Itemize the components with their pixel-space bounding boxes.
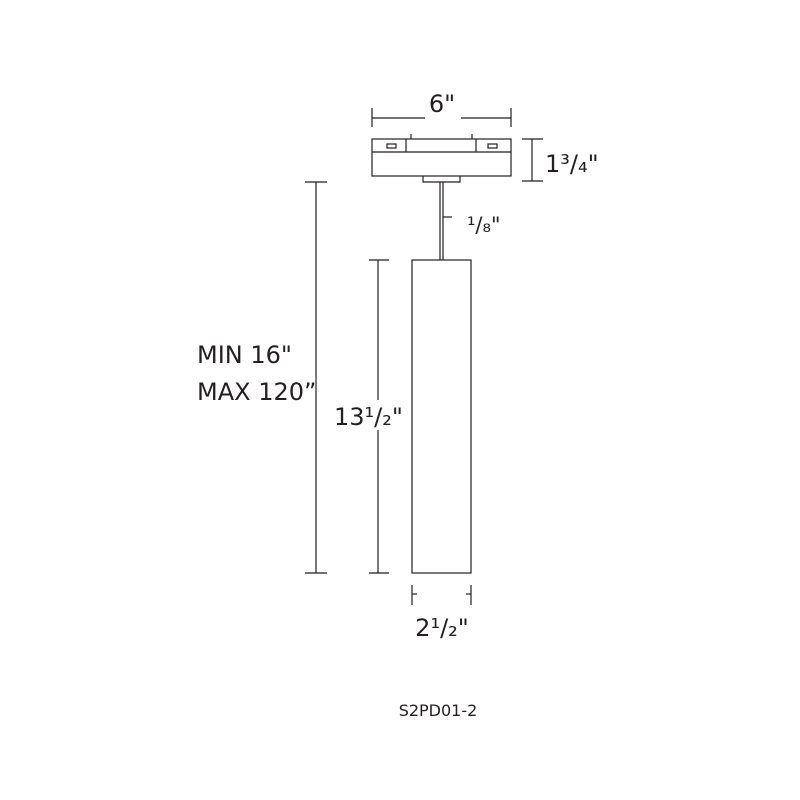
overall-max-label: MAX 120”	[197, 378, 316, 406]
overall-length-dimension	[305, 181, 327, 574]
body-height-label: 13¹/₂"	[334, 403, 403, 431]
canopy-width-label: 6"	[429, 90, 455, 118]
canopy	[371, 134, 512, 183]
body-width-dimension	[411, 585, 472, 605]
canopy-width-dimension	[371, 108, 512, 127]
canopy-height-label: 1³/₄"	[545, 150, 599, 178]
model-number: S2PD01-2	[399, 701, 478, 720]
overall-min-label: MIN 16"	[197, 341, 292, 369]
canopy-height-dimension	[522, 138, 543, 182]
pendant-body	[411, 259, 472, 574]
stem-label: ¹/₈"	[467, 213, 501, 237]
stem	[439, 182, 452, 260]
body-width-label: 2¹/₂"	[415, 614, 469, 642]
